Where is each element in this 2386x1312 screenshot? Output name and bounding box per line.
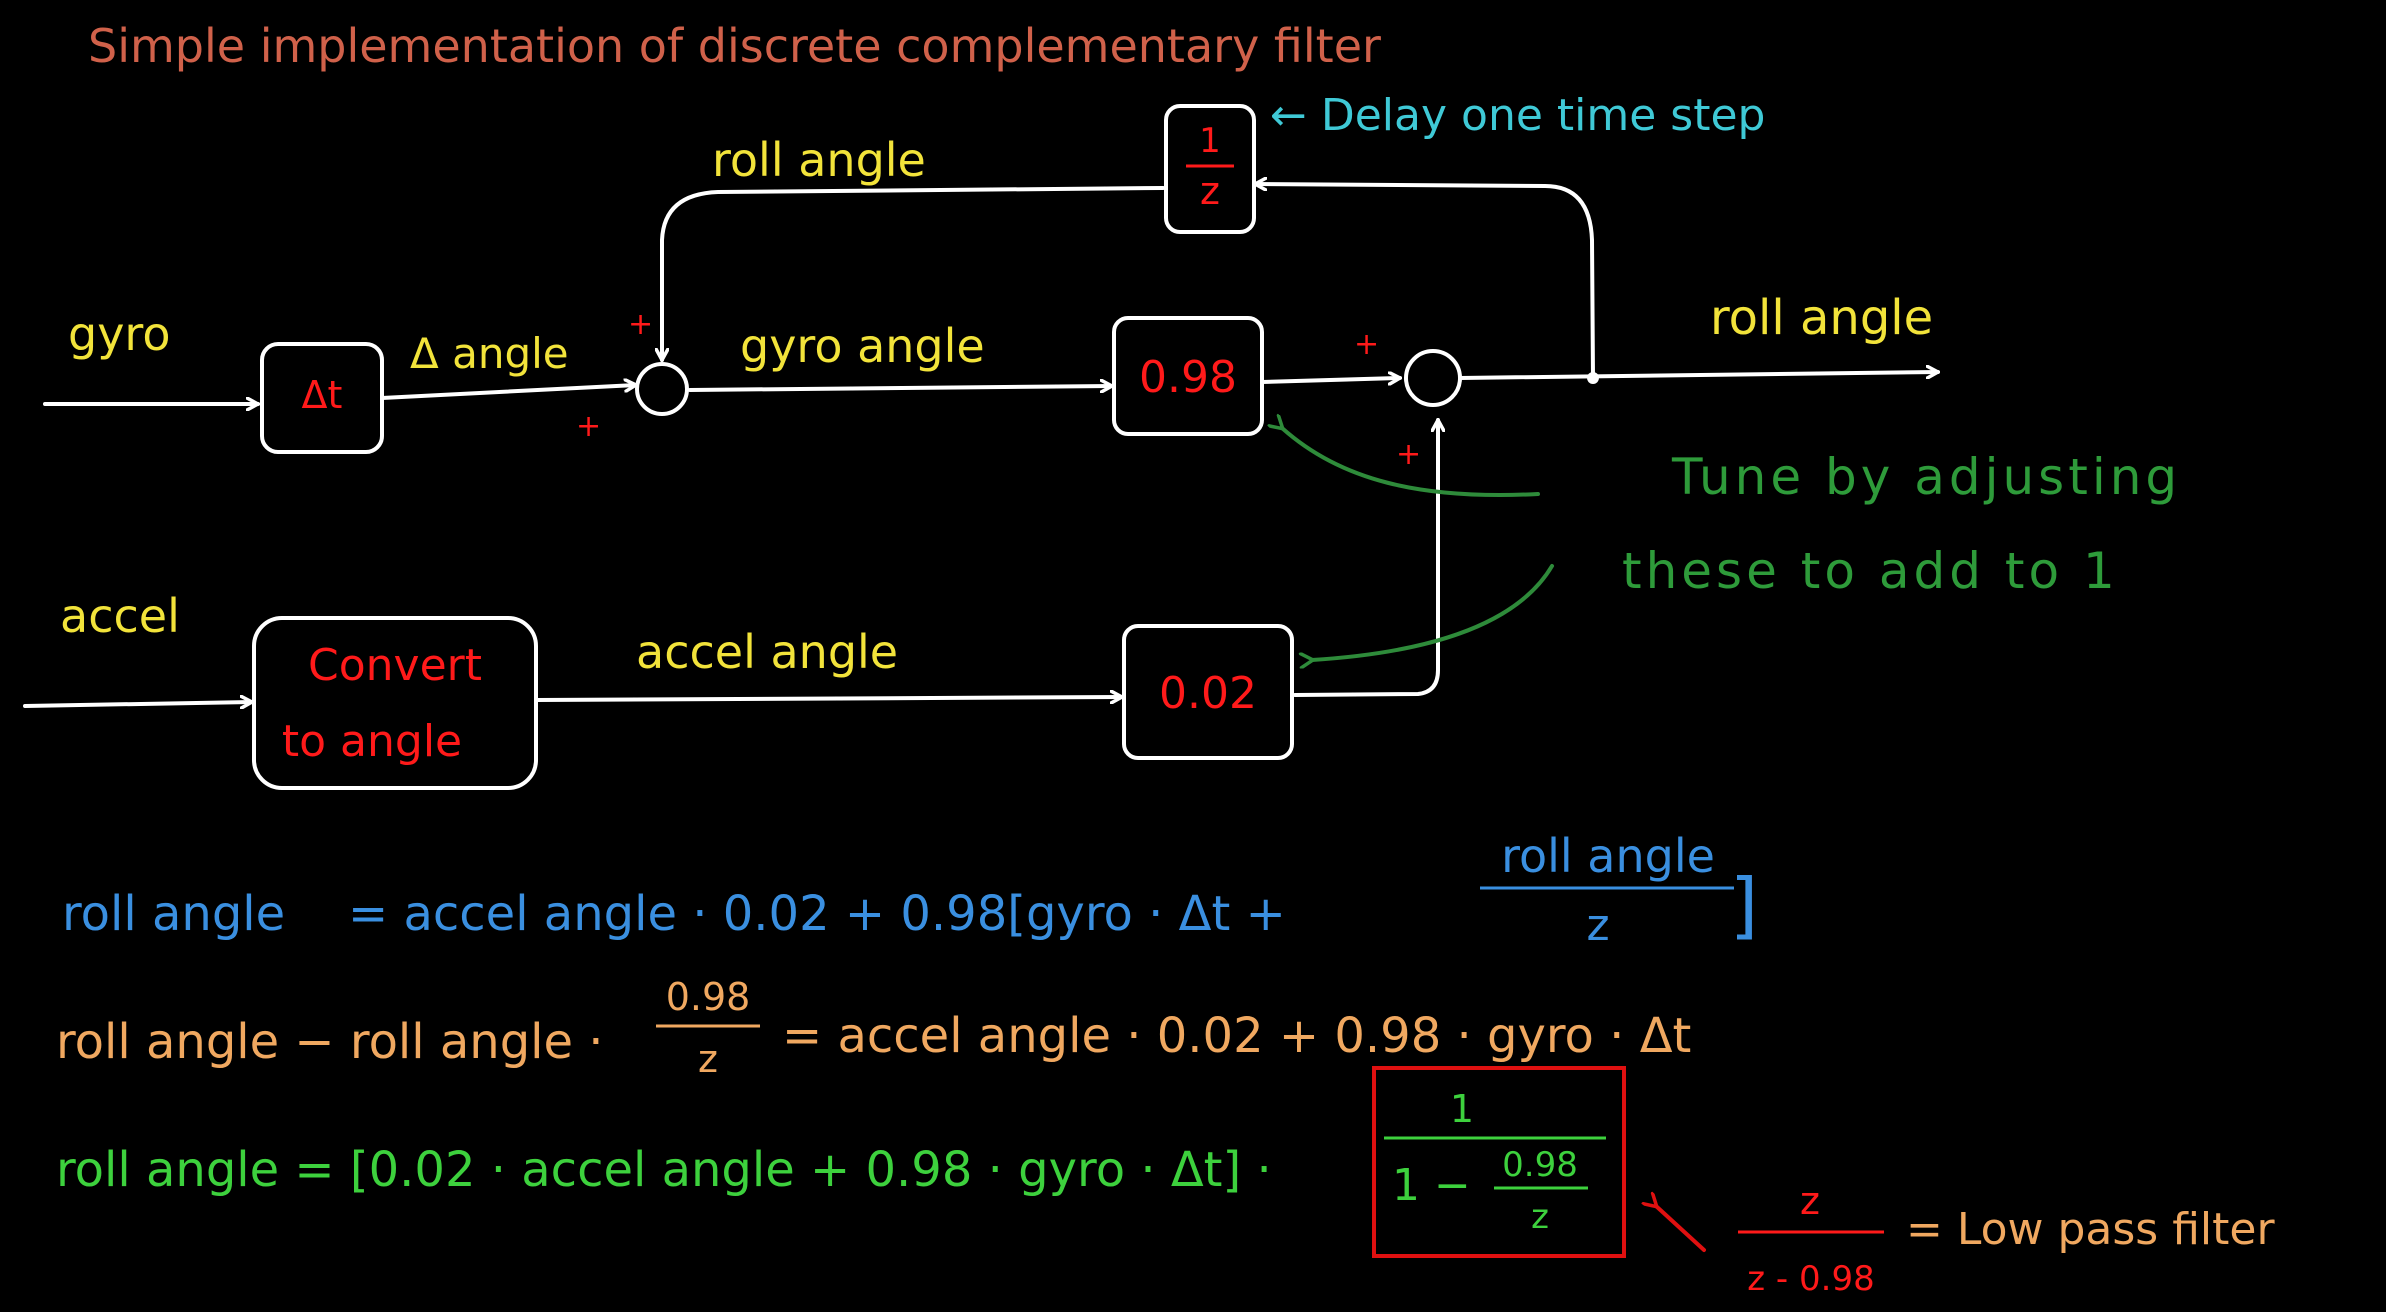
wire-output [1458, 372, 1938, 380]
wire-feedback-up [1255, 184, 1595, 380]
roll-angle-feedback-label: roll angle [712, 133, 926, 187]
eq2-lhs: roll angle − roll angle · [56, 1014, 604, 1070]
eq2-fraction-numerator: 0.98 [666, 975, 751, 1019]
delay-note: ← Delay one time step [1270, 90, 1765, 141]
wire-gain02-sum2 [1293, 418, 1438, 697]
eq1-lhs: roll angle [62, 886, 285, 942]
eq3-lhs: roll angle = [0.02 · accel angle + 0.98 … [56, 1142, 1272, 1198]
diagram-title: Simple implementation of discrete comple… [88, 19, 1381, 73]
gyro-angle-label: gyro angle [740, 319, 985, 373]
wire-gain98-sum2 [1260, 378, 1400, 382]
lowpass-numerator: z [1800, 1179, 1820, 1223]
gyro-input-label: gyro [68, 307, 170, 361]
convert-block [252, 616, 538, 790]
wire-dt-sum1 [380, 385, 636, 400]
wire-accel-in [23, 702, 252, 706]
eq3-inner-numerator: 0.98 [1502, 1145, 1578, 1185]
eq3-denominator-prefix: 1 − [1392, 1160, 1471, 1211]
delay-block [1164, 104, 1256, 234]
delay-numerator: 1 [1199, 121, 1221, 161]
eq1-fraction-numerator: roll angle [1501, 829, 1715, 883]
accel-gain-block [1122, 624, 1294, 760]
eq2-rhs: = accel angle · 0.02 + 0.98 · gyro · Δt [782, 1008, 1691, 1064]
eq1-close-bracket: ] [1730, 863, 1758, 947]
accel-input-label: accel [60, 589, 180, 643]
sum-junction-1 [635, 362, 689, 416]
sum2-sign-bottom: + [1396, 437, 1421, 472]
lowpass-denominator: z - 0.98 [1747, 1259, 1874, 1299]
tune-arrow-top [1282, 428, 1540, 498]
eq2-fraction-denominator: z [698, 1037, 718, 1081]
dt-block [260, 342, 384, 454]
convert-label-line1: Convert [308, 640, 482, 691]
eq3-numerator: 1 [1450, 1087, 1474, 1131]
lowpass-arrow [1656, 1206, 1706, 1252]
gyro-gain-label: 0.98 [1139, 352, 1237, 403]
sum-junction-2 [1404, 349, 1462, 407]
convert-label-line2: to angle [282, 716, 462, 767]
tune-note-line1: Tune by adjusting [1671, 448, 2181, 506]
wire-convert-gain02 [535, 697, 1122, 700]
wire-feedback-down [662, 186, 1165, 362]
delta-angle-label: Δ angle [410, 329, 569, 378]
sum1-sign-left: + [576, 409, 601, 444]
wire-sum1-gain98 [688, 386, 1112, 390]
tune-note-line2: these to add to 1 [1622, 542, 2119, 600]
eq1-rhs: = accel angle · 0.02 + 0.98[gyro · Δt + [348, 886, 1286, 942]
accel-gain-label: 0.02 [1159, 668, 1257, 719]
roll-angle-output-label: roll angle [1710, 290, 1933, 346]
eq1-fraction-denominator: z [1586, 900, 1609, 951]
tune-arrow-bottom [1312, 564, 1554, 660]
lowpass-label: = Low pass filter [1906, 1204, 2275, 1255]
junction-dot [1587, 372, 1599, 384]
accel-angle-label: accel angle [636, 625, 898, 679]
dt-block-label: Δt [302, 373, 343, 417]
delay-denominator: z [1200, 169, 1220, 213]
eq3-highlight-box [1372, 1066, 1626, 1258]
sum2-sign-left: + [1354, 327, 1379, 362]
gyro-gain-block [1112, 316, 1264, 436]
eq3-inner-denominator: z [1531, 1197, 1549, 1237]
sum1-sign-top: + [628, 307, 653, 342]
